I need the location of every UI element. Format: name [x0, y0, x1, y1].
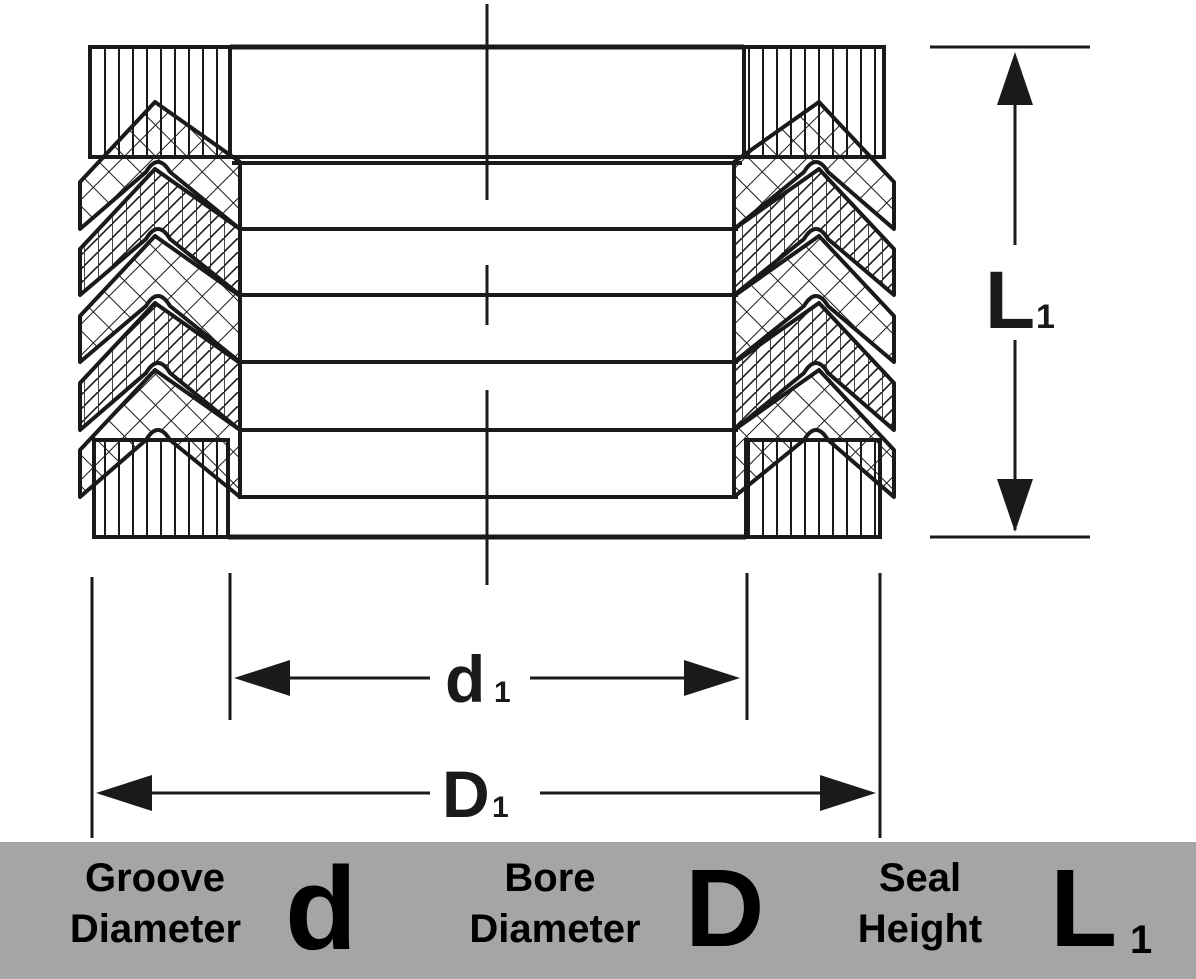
legend-bore-symbol: D: [685, 847, 765, 970]
bore-label-subscript: 1: [492, 791, 509, 824]
groove-dimension: [228, 573, 749, 720]
legend-bore-line2: Diameter: [469, 907, 641, 951]
bore-label: D: [442, 757, 490, 831]
groove-label: d: [445, 642, 485, 716]
legend-groove-line2: Diameter: [69, 907, 242, 951]
chevron-stack-right: [732, 100, 896, 499]
legend-seal-line2: Height: [857, 907, 983, 951]
seal-cross-section-diagram: L 1 d 1 D 1: [78, 4, 1090, 838]
legend-bar: Groove Diameter d Bore Diameter D Seal H…: [0, 842, 1196, 979]
legend-groove-line1: Groove: [84, 856, 226, 900]
legend-groove: Groove Diameter d: [0, 842, 380, 979]
height-label-subscript: 1: [1036, 298, 1055, 336]
legend-seal: Seal Height L 1: [820, 842, 1196, 979]
legend-bore: Bore Diameter D: [430, 842, 790, 979]
legend-seal-symbol-subscript: 1: [1130, 918, 1153, 962]
legend-seal-symbol: L: [1050, 847, 1118, 970]
height-dimension: [930, 45, 1090, 539]
legend-groove-symbol: d: [285, 843, 358, 975]
legend-bore-line1: Bore: [504, 856, 596, 900]
groove-label-subscript: 1: [494, 676, 511, 709]
height-label: L: [985, 255, 1035, 346]
chevron-stack-left: [78, 100, 242, 499]
legend-seal-line1: Seal: [878, 856, 962, 900]
bore-dimension: [90, 573, 882, 838]
